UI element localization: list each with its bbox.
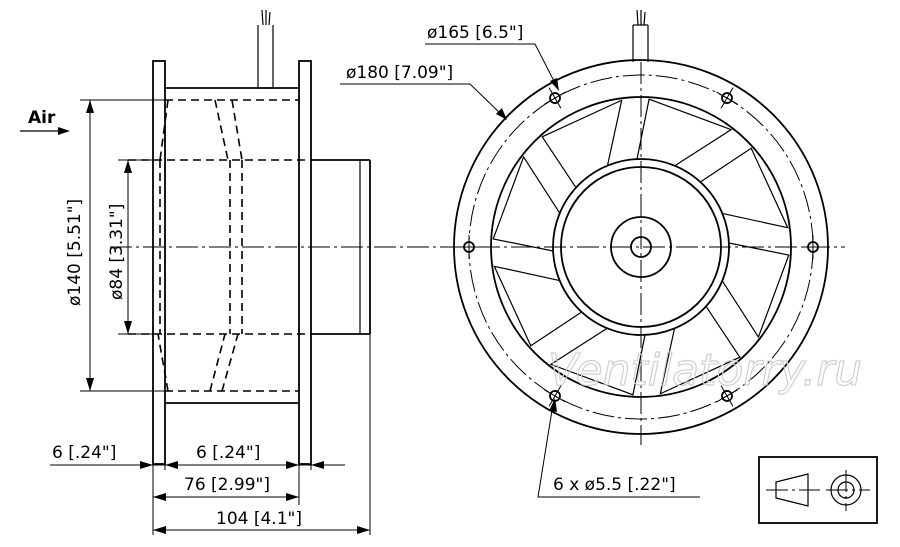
- projection-symbol: [758, 456, 878, 524]
- front-cable: [632, 9, 649, 62]
- right-flange: [298, 60, 312, 465]
- impeller-blade: [636, 98, 733, 167]
- impeller-blades: [492, 98, 790, 396]
- dim-d140: ø140 [5.51"]: [65, 99, 165, 392]
- holes-label: 6 x ø5.5 [.22"]: [553, 475, 676, 495]
- mounting-hole: [716, 87, 738, 109]
- w6-mid-label: 6 [.24"]: [196, 443, 260, 463]
- d180-label: ø180 [7.09"]: [346, 63, 453, 83]
- width-extension-lines: [152, 334, 371, 535]
- impeller-blade: [492, 155, 561, 252]
- d165-label: ø165 [6.5"]: [427, 23, 523, 43]
- dim-w104: 104 [4.1"]: [153, 509, 370, 534]
- dim-w76: 76 [2.99"]: [153, 475, 299, 501]
- dim-holes: 6 x ø5.5 [.22"]: [537, 398, 700, 498]
- impeller-blade: [659, 306, 741, 395]
- left-flange: [152, 60, 166, 465]
- dim-d165: ø165 [6.5"]: [425, 23, 559, 91]
- d140-label: ø140 [5.51"]: [65, 199, 85, 306]
- front-view: ø165 [6.5"] ø180 [7.09"] 6 x ø5.5 [.22"]…: [340, 9, 863, 498]
- hidden-lines: [128, 99, 311, 392]
- air-label: Air: [28, 108, 56, 128]
- impeller-blade: [541, 99, 623, 188]
- impeller-blade: [549, 327, 646, 396]
- side-cable: [257, 9, 274, 89]
- air-flow-arrow: [20, 127, 70, 135]
- side-view: Air: [20, 9, 445, 535]
- w76-label: 76 [2.99"]: [184, 475, 270, 495]
- w6-left-label: 6 [.24"]: [52, 443, 116, 463]
- dim-w6-mid: 6 [.24"]: [165, 443, 345, 469]
- d84-label: ø84 [3.31"]: [107, 204, 127, 300]
- dim-w6-left: 6 [.24"]: [50, 443, 178, 469]
- w104-label: 104 [4.1"]: [216, 509, 302, 529]
- mounting-hole: [716, 385, 738, 407]
- mounting-hole: [544, 87, 566, 109]
- watermark-text: Ventilatorry.ru: [548, 345, 862, 396]
- impeller-blade: [493, 265, 582, 347]
- dim-d84: ø84 [3.31"]: [107, 159, 160, 335]
- impeller-blade: [721, 242, 790, 339]
- impeller-blade: [700, 147, 789, 229]
- dim-d180: ø180 [7.09"]: [340, 63, 507, 120]
